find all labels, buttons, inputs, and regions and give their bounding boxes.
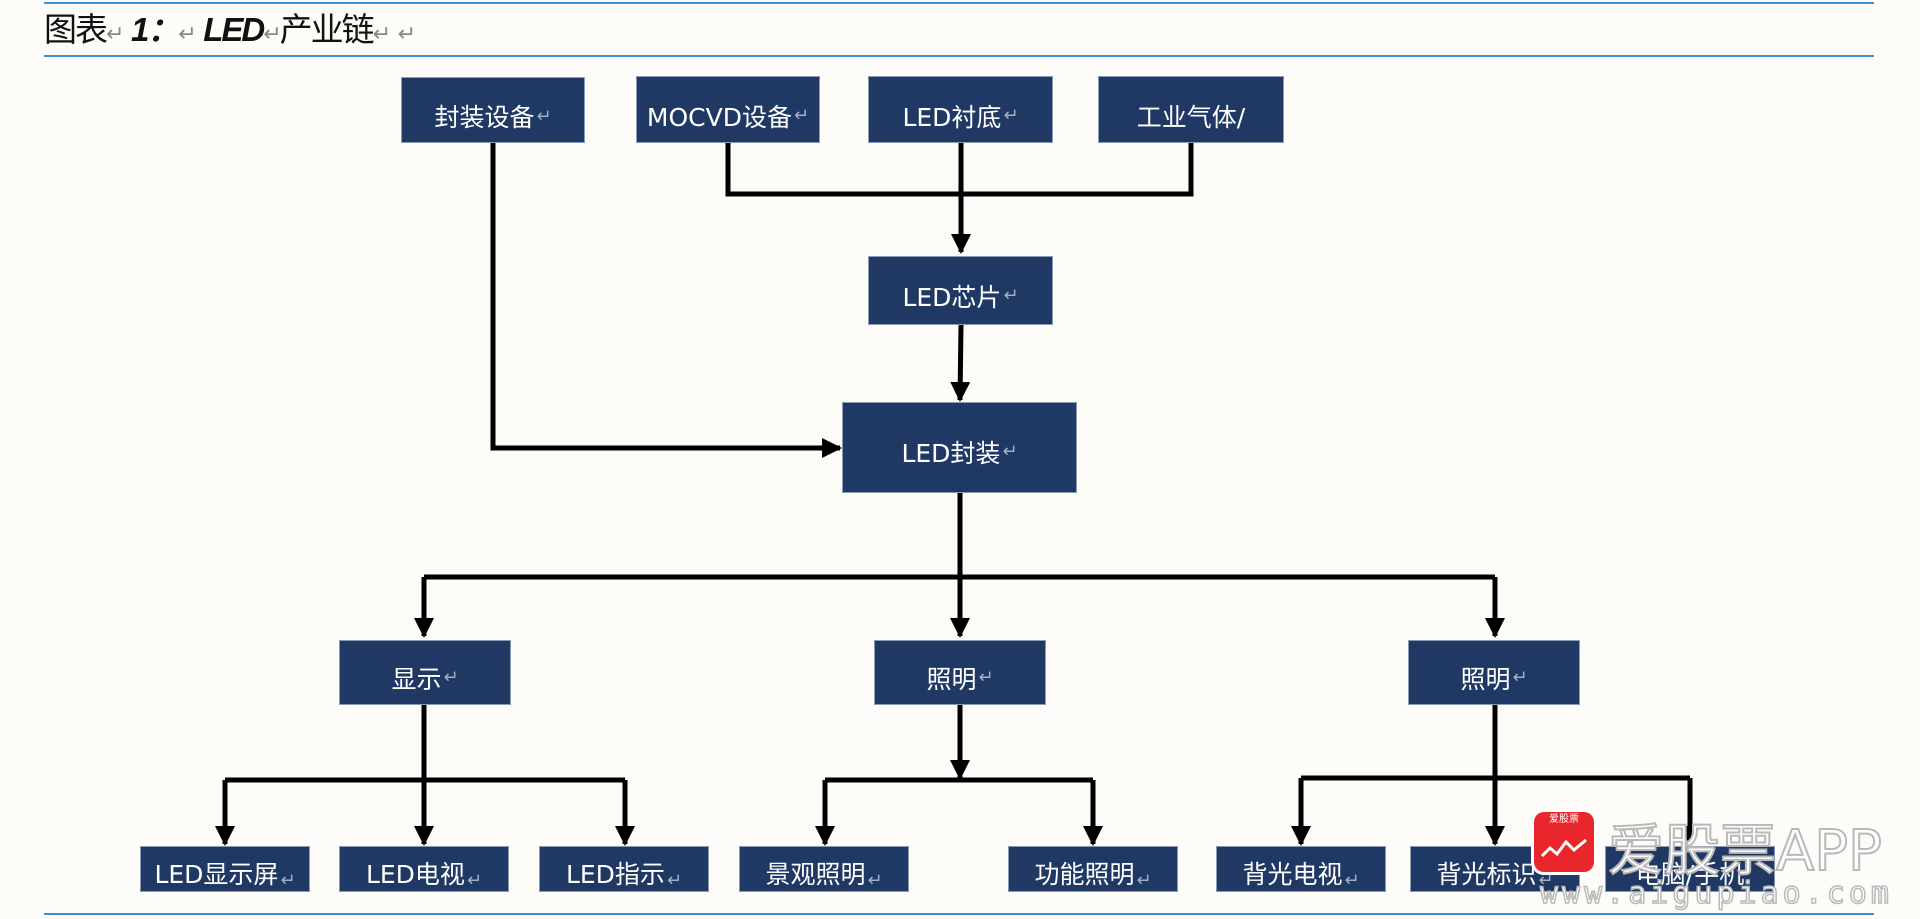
node-led-display-screen: LED显示屏↵ [140, 846, 310, 892]
caption-subject: LED [203, 11, 265, 48]
caption-number: 1： [130, 11, 180, 48]
stock-chart-icon [1540, 838, 1587, 858]
app-logo-icon: 爱股票 [1534, 812, 1594, 872]
node-backlight-tv: 背光电视↵ [1216, 846, 1386, 892]
node-industrial-gas: 工业气体/ [1098, 76, 1284, 143]
caption-rule [44, 55, 1874, 57]
node-led-tv: LED电视↵ [339, 846, 509, 892]
node-led-substrate: LED衬底↵ [868, 76, 1053, 143]
node-landscape-lighting: 景观照明↵ [739, 846, 909, 892]
node-led-packaging: LED封装↵ [842, 402, 1077, 493]
watermark: 爱股票 爱股票APP www.aigupiao.com [1530, 812, 1910, 919]
paragraph-mark: ↵ [397, 22, 416, 47]
caption-suffix: 产业链 [279, 10, 375, 49]
node-functional-lighting: 功能照明↵ [1008, 846, 1178, 892]
paragraph-mark: ↵ [106, 22, 124, 47]
paragraph-mark: ↵ [263, 22, 281, 47]
figure-caption: 图表↵ 1：↵ LED↵产业链↵ ↵ [44, 8, 416, 52]
node-display: 显示↵ [339, 640, 511, 705]
top-rule [44, 2, 1874, 4]
watermark-title: 爱股票APP [1607, 818, 1883, 885]
caption-prefix: 图表 [44, 10, 108, 49]
node-led-chip: LED芯片↵ [868, 256, 1053, 325]
paragraph-mark: ↵ [178, 22, 196, 47]
node-mocvd-equipment: MOCVD设备↵ [636, 76, 820, 143]
connector-chip-to-packaging [950, 324, 971, 402]
node-lighting: 照明↵ [874, 640, 1046, 705]
app-logo-text: 爱股票 [1549, 814, 1579, 825]
node-pc-phone: 电脑/手机 [1605, 846, 1775, 892]
watermark-url: www.aigupiao.com [1539, 875, 1893, 912]
node-packaging-equipment: 封装设备↵ [401, 77, 585, 143]
paragraph-mark: ↵ [372, 22, 391, 47]
bottom-rule [44, 913, 1874, 915]
node-led-indicator: LED指示↵ [539, 846, 709, 892]
node-lighting-2: 照明↵ [1408, 640, 1580, 705]
connector-packaging-equipment-to-packaging [490, 143, 842, 458]
